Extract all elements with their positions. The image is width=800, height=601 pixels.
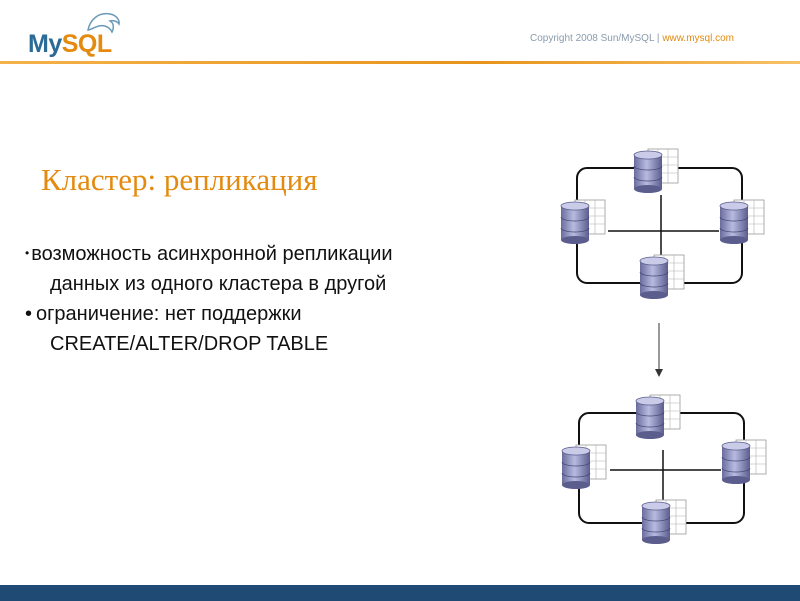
logo-wordmark: MySQL [28,30,112,59]
database-table-icon [561,444,607,490]
database-table-icon [560,199,606,245]
bullet-item-1-cont: данных из одного кластера в другой [25,269,393,299]
bullet-item-2: •ограничение: нет поддержки [25,299,393,329]
bullet-1-line-2: данных из одного кластера в другой [50,273,387,295]
database-table-icon [635,394,681,440]
bullet-icon: • [25,303,33,325]
bullet-2-line-2: CREATE/ALTER/DROP TABLE [50,333,329,355]
bullet-2-line-1: ограничение: нет поддержки [36,303,302,325]
copyright-notice: Copyright 2008 Sun/MySQL | www.mysql.com [530,33,734,44]
replication-diagram [560,148,767,545]
slide-title: Кластер: репликация [41,162,318,197]
bullet-list: •возможность асинхронной репликации данн… [25,238,393,359]
database-table-icon [639,254,685,300]
bullet-1-line-1: возможность асинхронной репликации [31,243,393,265]
cluster-1 [560,148,765,300]
database-table-icon [641,499,687,545]
cluster-2 [561,394,767,545]
database-table-icon [721,439,767,485]
replication-arrow [655,323,663,377]
bullet-item-2-cont: CREATE/ALTER/DROP TABLE [25,329,393,359]
database-table-icon [719,199,765,245]
database-table-icon [633,148,679,194]
footer-bar [0,585,800,601]
copyright-text: Copyright 2008 Sun/MySQL [530,33,655,44]
dolphin-icon [87,12,120,34]
bullet-icon: • [25,246,30,260]
logo-my: My [28,30,62,58]
website-link[interactable]: www.mysql.com [662,33,734,44]
copyright-separator: | [656,33,660,44]
header-rule [0,61,800,64]
logo-sql: SQL [61,30,112,58]
mysql-logo: MySQL [28,8,128,58]
bullet-item-1: •возможность асинхронной репликации [25,238,393,269]
